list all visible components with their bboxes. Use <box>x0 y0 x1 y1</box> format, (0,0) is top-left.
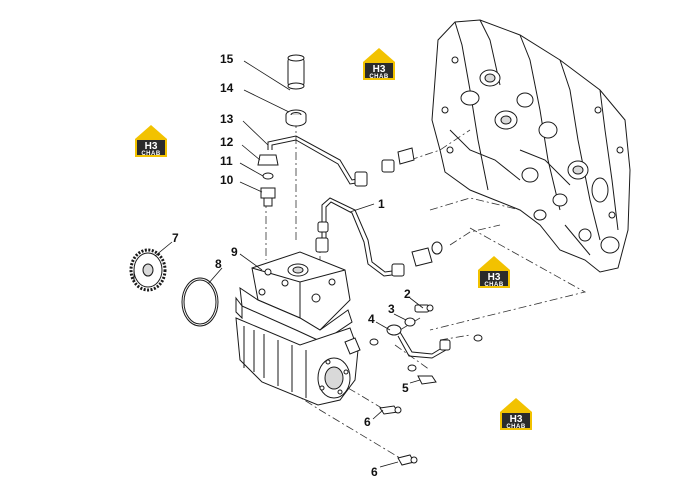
svg-text:CHAB: CHAB <box>506 424 525 430</box>
callout-5: 5 <box>402 381 409 395</box>
callout-13: 13 <box>220 112 234 126</box>
svg-text:CHAB: CHAB <box>369 74 388 80</box>
part-9-air-compressor <box>235 251 361 406</box>
part-14-seal-ring <box>285 109 307 127</box>
callout-12: 12 <box>220 135 234 149</box>
part-8-o-ring <box>181 277 219 327</box>
part-2-bolt <box>414 304 434 313</box>
part-1-pipe <box>315 197 443 277</box>
watermark-logo-1: H3 CHAB <box>363 48 395 80</box>
part-15-tube <box>287 54 305 90</box>
part-12-nut <box>257 154 279 166</box>
watermark-logo-4: H3 CHAB <box>500 398 532 430</box>
callout-3: 3 <box>388 302 395 316</box>
callout-15: 15 <box>220 52 234 66</box>
svg-text:H3: H3 <box>373 64 386 75</box>
svg-text:CHAB: CHAB <box>141 151 160 157</box>
part-13-pipe <box>267 135 415 187</box>
callout-11: 11 <box>220 154 233 168</box>
callout-8: 8 <box>215 257 222 271</box>
svg-text:CHAB: CHAB <box>484 282 503 288</box>
callout-1: 1 <box>378 197 385 211</box>
callout-6-lower: 6 <box>371 465 378 479</box>
callout-6-upper: 6 <box>364 415 371 429</box>
watermark-logo-2: H3 CHAB <box>135 125 167 157</box>
leader-lines <box>154 60 424 468</box>
part-6-bolt-upper <box>379 405 402 415</box>
part-5-bolt <box>407 364 437 385</box>
part-7-gear <box>129 248 167 292</box>
callout-4: 4 <box>368 312 375 326</box>
callout-labels: 1 2 3 4 5 6 6 7 8 9 10 11 12 13 14 15 <box>172 52 411 479</box>
callout-2: 2 <box>404 287 411 301</box>
part-10-union <box>260 187 276 207</box>
callout-14: 14 <box>220 81 234 95</box>
part-4-pipe <box>369 324 483 359</box>
part-3-washer <box>404 317 416 327</box>
callout-7: 7 <box>172 231 179 245</box>
svg-text:H3: H3 <box>510 414 523 425</box>
part-11-washer <box>262 172 274 180</box>
svg-text:H3: H3 <box>145 141 158 152</box>
engine-block <box>431 19 631 273</box>
svg-text:H3: H3 <box>488 272 501 283</box>
part-6-bolt-lower <box>397 454 418 466</box>
callout-9: 9 <box>231 245 238 259</box>
watermark-logo-3: H3 CHAB <box>478 256 510 288</box>
callout-10: 10 <box>220 173 234 187</box>
